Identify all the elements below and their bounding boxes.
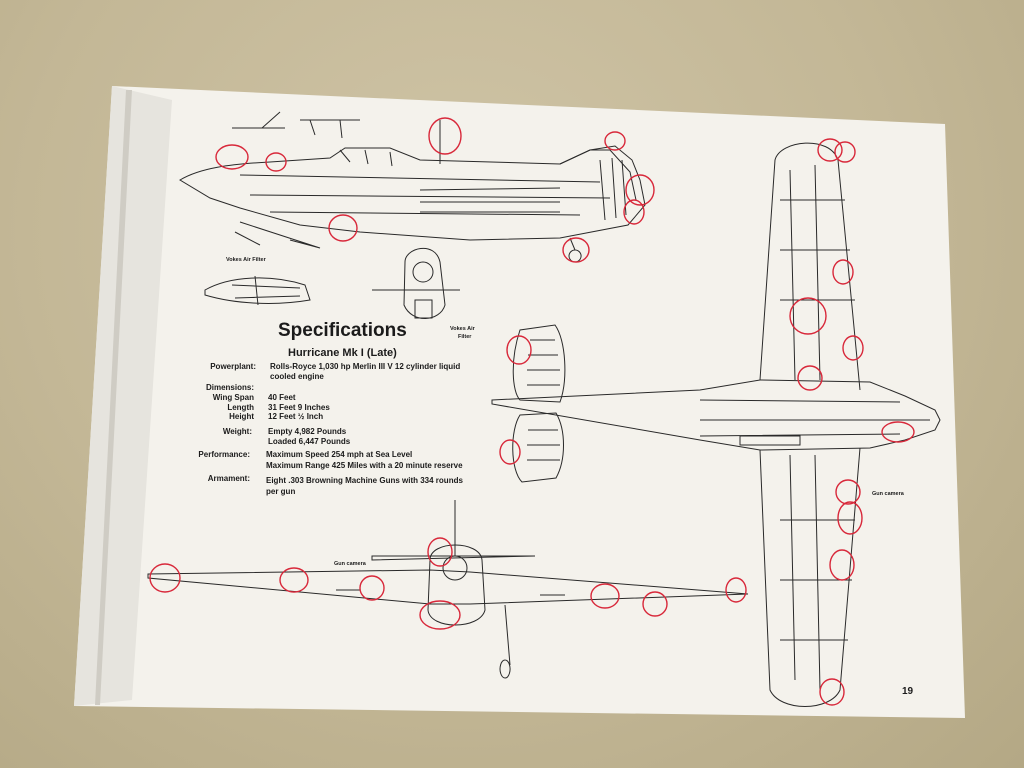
- vokes-filter-label-right-2: Filter: [458, 334, 472, 340]
- side-profile-drawing: [179, 111, 646, 263]
- powerplant-line2: cooled engine: [270, 372, 324, 381]
- performance-label: Performance:: [198, 450, 250, 459]
- height-label: Height: [229, 412, 254, 421]
- gun-camera-label-plan: Gun camera: [872, 491, 904, 497]
- paper-sheet: [74, 86, 965, 718]
- weight-line1: Empty 4,982 Pounds: [268, 427, 347, 436]
- engine-detail-drawing: [372, 247, 460, 319]
- armament-label: Armament:: [207, 474, 250, 483]
- vokes-filter-label-left: Vokes Air Filter: [226, 257, 266, 263]
- red-annotation-circles: [149, 117, 915, 706]
- armament-line2: per gun: [266, 487, 296, 496]
- vokes-filter-label-right-1: Vokes Air: [450, 326, 475, 332]
- wingspan-value: 40 Feet: [268, 393, 296, 402]
- page-number: 19: [902, 686, 914, 697]
- powerplant-label: Powerplant:: [210, 362, 256, 371]
- specifications-heading: Specifications: [278, 320, 407, 341]
- height-value: 12 Feet ½ Inch: [268, 412, 324, 421]
- length-label: Length: [227, 403, 254, 412]
- front-view-drawing: [147, 500, 749, 679]
- performance-line2: Maximum Range 425 Miles with a 20 minute…: [266, 461, 463, 470]
- weight-line2: Loaded 6,447 Pounds: [268, 437, 351, 446]
- wingspan-label: Wing Span: [212, 393, 254, 402]
- performance-line1: Maximum Speed 254 mph at Sea Level: [266, 450, 413, 459]
- armament-line1: Eight .303 Browning Machine Guns with 33…: [266, 476, 463, 485]
- gun-camera-label-front: Gun camera: [334, 561, 366, 567]
- nose-detail-drawing: [204, 275, 311, 306]
- model-subheading: Hurricane Mk I (Late): [288, 347, 397, 359]
- weight-label: Weight:: [222, 427, 252, 436]
- dimensions-label: Dimensions:: [205, 383, 254, 392]
- length-value: 31 Feet 9 Inches: [268, 403, 330, 412]
- binding-strip: [74, 86, 172, 706]
- powerplant-line1: Rolls-Royce 1,030 hp Merlin III V 12 cyl…: [270, 362, 461, 371]
